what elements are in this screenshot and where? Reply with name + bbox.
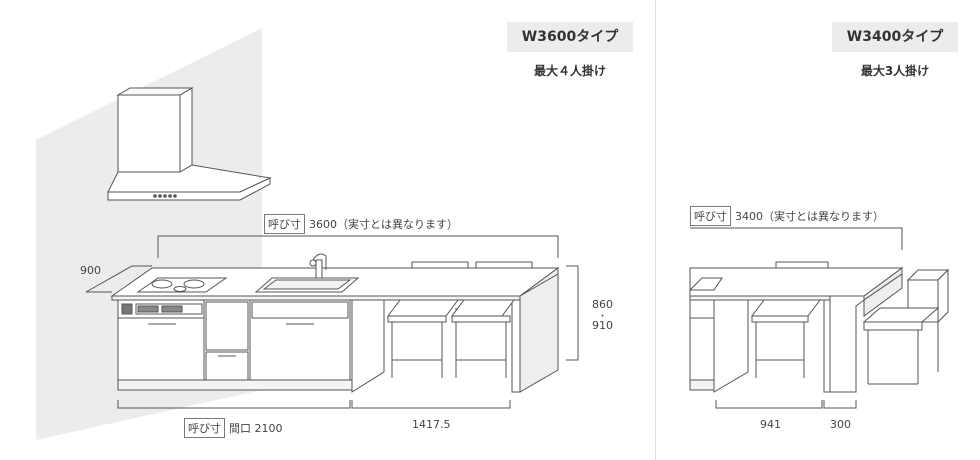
w3400-dim-a-label: 941 (760, 418, 781, 431)
island-end-panel (351, 273, 559, 393)
bar-stool (751, 261, 829, 378)
extension-dimension-line (351, 400, 511, 409)
island-end-panel (713, 273, 903, 393)
faucet (309, 253, 327, 279)
opening-dimension-line (117, 400, 351, 409)
height-dimension-line (566, 265, 579, 361)
w3400-capacity: 最大3人掛け (860, 64, 930, 78)
bar-stool (387, 261, 469, 378)
induction-cooktop (136, 277, 228, 293)
opening-tag: 呼び寸 (184, 418, 225, 438)
w3400-illustration (688, 227, 950, 409)
w3400-type-badge: W3400タイプ (832, 22, 958, 52)
w3600-nominal-label: 呼び寸 3600（実寸とは異なります） (264, 214, 458, 234)
nominal-text: 3400（実寸とは異なります） (735, 210, 884, 223)
w3600-capacity: 最大４人掛け (533, 64, 606, 78)
nominal-width-bracket (690, 227, 903, 250)
induction-cooktop (688, 277, 723, 291)
base-cabinets (689, 299, 715, 391)
dim-b-line (823, 400, 857, 409)
w3400-panel: W3400タイプ 最大3人掛け 呼び寸 3400（実寸とは異なります） 941 3… (656, 0, 980, 460)
w3600-height-bottom: 910 (592, 319, 613, 332)
bar-stool (451, 261, 533, 378)
high-back-chair (862, 268, 950, 385)
w3600-extension-label: 1417.5 (412, 418, 451, 431)
w3600-height-sep: ・ (598, 312, 608, 322)
nominal-width-bracket (157, 235, 559, 258)
base-cabinets (117, 299, 353, 391)
w3600-illustration (36, 28, 579, 440)
w3600-depth-label: 900 (80, 264, 101, 277)
depth-dimension-line (85, 265, 152, 293)
nominal-tag: 呼び寸 (690, 206, 731, 226)
w3600-panel: W3600タイプ 最大４人掛け 呼び寸 3600（実寸とは異なります） 900 8… (36, 0, 656, 460)
w3600-height-top: 860 (592, 298, 613, 311)
sink (254, 277, 360, 293)
nominal-text: 3600（実寸とは異なります） (309, 218, 458, 231)
w3400-nominal-label: 呼び寸 3400（実寸とは異なります） (690, 206, 884, 226)
dim-a-line (715, 400, 823, 409)
w3400-dim-b-label: 300 (830, 418, 851, 431)
w3600-opening-label: 呼び寸間口 2100 (184, 418, 283, 438)
w3600-type-badge: W3600タイプ (507, 22, 633, 52)
range-hood (107, 87, 272, 201)
nominal-tag: 呼び寸 (264, 214, 305, 234)
opening-text: 間口 2100 (229, 422, 283, 435)
